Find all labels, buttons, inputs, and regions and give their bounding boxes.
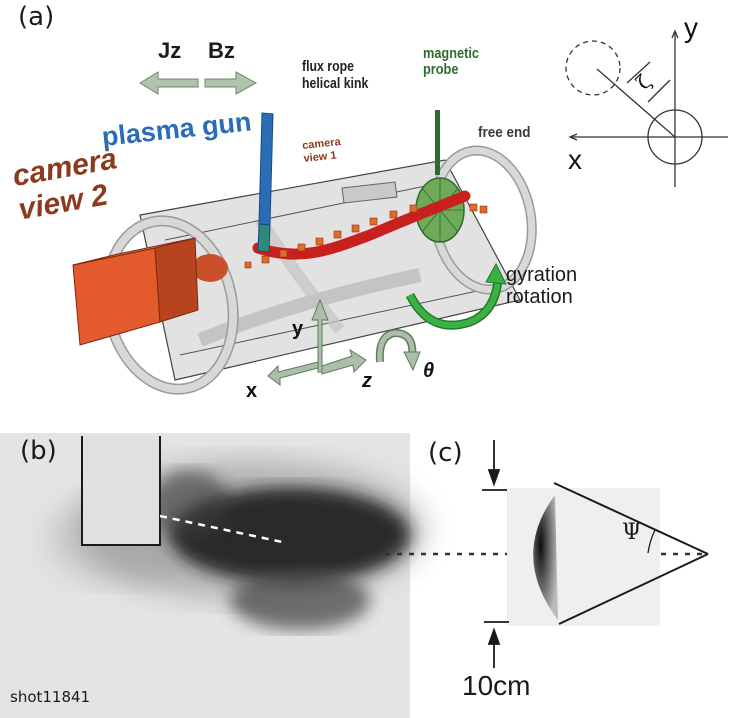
psi-angle-label: Ψ [622,520,642,545]
magnetic-probe-label-line2: probe [423,61,459,78]
kink-axis-line [159,514,288,545]
jz-arrow-icon [139,71,199,95]
bz-label: Bz [208,38,235,63]
inset-coordinate-diagram [565,29,728,187]
gyration-arrow-icon [405,262,507,330]
camera-icon [72,237,228,346]
panel-b-image [0,433,425,718]
flux-rope-icon [244,190,488,269]
inset-x-label: x [568,144,582,175]
axis-y-label: y [292,318,304,340]
scale-bar-icon [482,440,509,668]
panel-b-label: (b) [20,436,57,466]
gyration-label-line1: gyration [506,264,578,286]
bz-arrow-icon [204,71,258,95]
axis-arrows-icon [267,298,367,386]
free-end-label: free end [478,124,531,141]
inset-y-label: y [684,12,698,43]
theta-rotation-icon [375,328,421,372]
plasma-gun-icon [257,112,274,253]
panel-a-label: (a) [18,2,55,32]
axis-z-label: z [362,370,372,392]
jz-label: Jz [158,38,182,63]
flux-rope-label-line1: flux rope [302,58,354,75]
shot-number-label: shot11841 [10,688,91,706]
gyration-label-line2: rotation [506,286,573,308]
magnetic-probe-label-line1: magnetic [423,45,479,62]
flux-rope-label-line2: helical kink [302,75,369,92]
panel-c-image [507,482,709,626]
scale-label: 10cm [462,670,531,701]
panel-c-label: (c) [428,438,463,468]
theta-label: θ [423,360,435,382]
axis-x-label: x [246,380,258,402]
